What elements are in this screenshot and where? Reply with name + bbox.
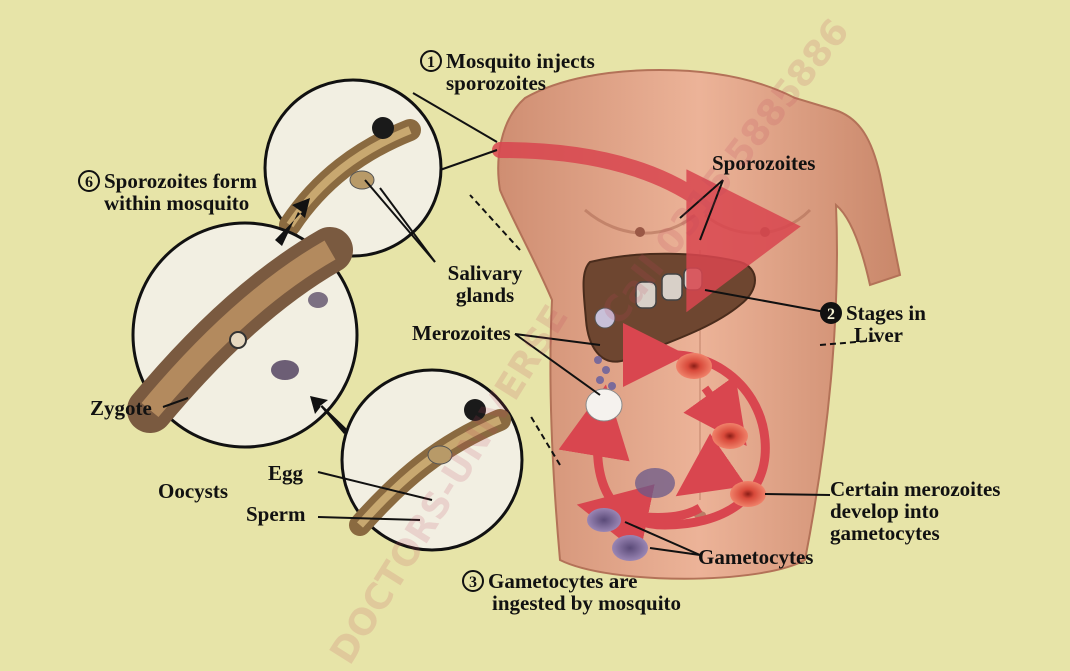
gametocytes-label: Gametocytes: [698, 546, 813, 568]
gametocyte: [612, 535, 648, 561]
inset-salivary-glands: [265, 80, 441, 256]
red-blood-cell: [676, 353, 712, 379]
certain-merozoites-line1: Certain merozoites: [830, 478, 1000, 500]
salivary-glands-line2: glands: [430, 284, 540, 306]
infected-cell: [635, 468, 675, 498]
step6-number: 6: [78, 170, 100, 192]
salivary-glands-label: Salivary glands: [430, 262, 540, 306]
step3-number: 3: [462, 570, 484, 592]
step3-line2: ingested by mosquito: [462, 592, 681, 614]
step1-number: 1: [420, 50, 442, 72]
red-blood-cell: [712, 423, 748, 449]
certain-merozoites-line2: develop into: [830, 500, 1000, 522]
certain-merozoites-line3: gametocytes: [830, 522, 1000, 544]
step2-line2: Liver: [820, 324, 926, 346]
egg-label: Egg: [268, 462, 303, 484]
step1-line1: Mosquito injects: [446, 49, 595, 73]
oocysts-label: Oocysts: [158, 480, 228, 502]
salivary-glands-line1: Salivary: [430, 262, 540, 284]
merozoites-label: Merozoites: [412, 322, 511, 344]
step3-line1: Gametocytes are: [488, 569, 637, 593]
zygote-label: Zygote: [90, 397, 152, 419]
sperm-label: Sperm: [246, 503, 306, 525]
step6-line1: Sporozoites form: [104, 169, 257, 193]
ruptured-cell: [586, 389, 622, 421]
step2-line1: Stages in: [846, 301, 926, 325]
certain-merozoites-label: Certain merozoites develop into gametocy…: [830, 478, 1000, 544]
step1-line2: sporozoites: [420, 72, 595, 94]
gametocyte: [587, 508, 621, 532]
step2-number: 2: [820, 302, 842, 324]
step6-line2: within mosquito: [78, 192, 257, 214]
inset-oocysts: [133, 223, 357, 447]
red-blood-cell: [730, 481, 766, 507]
